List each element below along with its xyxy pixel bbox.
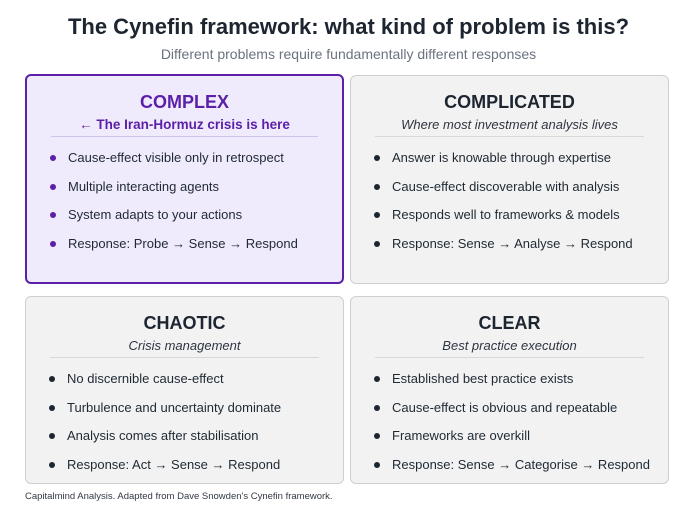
divider xyxy=(375,136,644,137)
list-item: Cause-effect is obvious and repeatable xyxy=(373,400,658,416)
divider xyxy=(51,136,318,137)
quadrant-subtitle: ← The Iran-Hormuz crisis is here xyxy=(79,117,290,132)
quadrant-subtitle: Where most investment analysis lives xyxy=(401,117,618,132)
list-item: Cause-effect discoverable with analysis xyxy=(373,179,658,195)
page-subtitle: Different problems require fundamentally… xyxy=(160,46,537,62)
quadrant-title: CHAOTIC xyxy=(143,313,226,333)
quadrant-list: Answer is knowable through expertise Cau… xyxy=(373,150,658,264)
list-item: No discernible cause-effect xyxy=(48,371,333,387)
list-item: Cause-effect visible only in retrospect xyxy=(49,150,332,166)
list-item: Response: Sense → Analyse → Respond xyxy=(373,236,658,252)
list-item: Analysis comes after stabilisation xyxy=(48,428,333,444)
quadrant-subtitle: Best practice execution xyxy=(442,338,577,353)
divider xyxy=(375,357,644,358)
list-item: Multiple interacting agents xyxy=(49,179,332,195)
quadrant-complex: COMPLEX ← The Iran-Hormuz crisis is here… xyxy=(25,74,344,284)
list-item: Turbulence and uncertainty dominate xyxy=(48,400,333,416)
list-item: Responds well to frameworks & models xyxy=(373,207,658,223)
quadrant-title: COMPLEX xyxy=(139,92,229,112)
list-item: Response: Sense → Categorise → Respond xyxy=(373,457,658,473)
list-item: Answer is knowable through expertise xyxy=(373,150,658,166)
quadrant-list: Cause-effect visible only in retrospect … xyxy=(49,150,332,264)
quadrant-list: Established best practice exists Cause-e… xyxy=(373,371,658,485)
list-item: Response: Act → Sense → Respond xyxy=(48,457,333,473)
quadrant-chaotic: CHAOTIC Crisis management No discernible… xyxy=(25,296,344,484)
list-item: Response: Probe → Sense → Respond xyxy=(49,236,332,252)
quadrant-title: COMPLICATED xyxy=(444,92,575,112)
quadrant-clear: CLEAR Best practice execution Establishe… xyxy=(350,296,669,484)
divider xyxy=(50,357,319,358)
page-title: The Cynefin framework: what kind of prob… xyxy=(67,14,630,39)
quadrant-complicated: COMPLICATED Where most investment analys… xyxy=(350,75,669,284)
list-item: System adapts to your actions xyxy=(49,207,332,223)
quadrant-title: CLEAR xyxy=(478,313,541,333)
source-footnote: Capitalmind Analysis. Adapted from Dave … xyxy=(25,491,333,502)
quadrant-subtitle: Crisis management xyxy=(128,338,241,353)
list-item: Frameworks are overkill xyxy=(373,428,658,444)
list-item: Established best practice exists xyxy=(373,371,658,387)
quadrant-list: No discernible cause-effect Turbulence a… xyxy=(48,371,333,485)
